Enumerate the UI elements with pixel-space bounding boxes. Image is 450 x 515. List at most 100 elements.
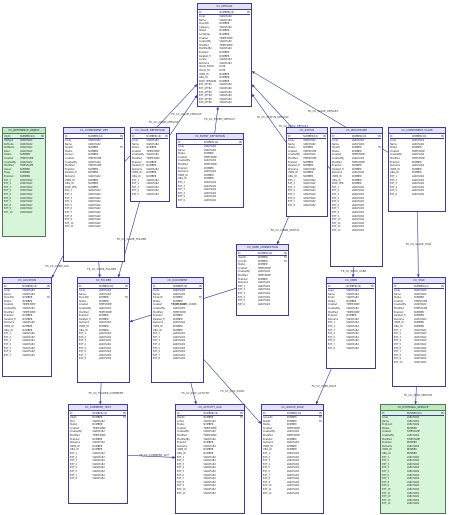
column-type: VARCHAR2: [219, 86, 232, 90]
column-name: EXT_7: [288, 200, 295, 204]
column-name: USER_ID: [153, 325, 163, 329]
column-key: PK: [323, 134, 326, 138]
column-type: VARCHAR2: [411, 185, 425, 189]
column-type: VARCHAR2: [20, 185, 33, 189]
column-type: NUMBER: [22, 299, 33, 303]
column-type: VARCHAR2: [411, 164, 425, 168]
column-name: GroupID: [263, 416, 273, 420]
column-type: NUMBER(10): [22, 284, 38, 288]
column-type: NUMBER: [414, 325, 425, 329]
relationship-label: FK_CC_COMP_DEFAULT: [149, 120, 179, 124]
column-name: ID: [4, 284, 7, 288]
column-name: EXT_11: [332, 221, 341, 225]
column-name: Enabled: [332, 164, 342, 168]
column-type: VARCHAR2: [88, 200, 101, 204]
column-type: VARCHAR2: [406, 495, 420, 499]
relationship-line: [414, 386, 418, 405]
column-name: Status: [4, 153, 12, 157]
column-name: EXT_12: [332, 225, 341, 229]
column-type: NUMBER: [146, 160, 157, 164]
column-key: PK: [319, 411, 322, 415]
column-type: VARCHAR2: [22, 339, 35, 343]
column-name: Enabled: [238, 277, 248, 281]
column-type: VARCHAR2: [351, 203, 365, 207]
column-type: VARCHAR2: [88, 139, 101, 143]
column-name: EXT_3: [132, 185, 139, 189]
column-name: TaskID: [177, 416, 185, 420]
column-name: USER_ID: [178, 173, 188, 177]
column-type: VARCHAR2: [203, 145, 217, 149]
column-name: EXT_8: [332, 210, 339, 214]
column-name: Remarks: [132, 167, 143, 171]
column-type: VARCHAR2: [406, 477, 420, 481]
column-type: VARCHAR2: [92, 466, 105, 470]
column-type: VARCHAR2: [20, 200, 33, 204]
column-type: VARCHAR2: [146, 182, 159, 186]
column-type: NUMBER: [414, 314, 425, 318]
column-name: Email: [328, 296, 335, 300]
column-type: VARCHAR2: [219, 90, 232, 94]
column-type: NUMBER: [146, 171, 157, 175]
column-name: USER_ID: [79, 325, 89, 329]
column-type: NUMBER: [22, 317, 33, 321]
column-name: Modified: [288, 157, 298, 161]
column-name: Name: [132, 142, 139, 146]
column-type: VARCHAR2: [406, 484, 420, 488]
column-type: VARCHAR2: [203, 487, 216, 491]
column-type: VARCHAR2: [92, 470, 105, 473]
column-name: EXT_1: [332, 185, 339, 189]
column-type: VARCHAR2: [92, 441, 105, 445]
relationship-label: FK_CC_VALUE_DEFAULT: [308, 109, 339, 113]
column-name: Enabled: [263, 437, 273, 441]
column-type: VARCHAR2: [414, 317, 427, 321]
column-name: EXT_9: [394, 357, 401, 361]
relationship-line: [98, 261, 102, 278]
column-name: Modified: [4, 164, 14, 168]
column-key: FK: [123, 416, 126, 420]
column-type: TIMESTAMP: [219, 36, 233, 40]
column-type: VARCHAR2: [146, 178, 159, 182]
column-type: NUMBER: [257, 256, 268, 260]
table-title: CC_EVENT_DEFINITION: [177, 134, 243, 140]
